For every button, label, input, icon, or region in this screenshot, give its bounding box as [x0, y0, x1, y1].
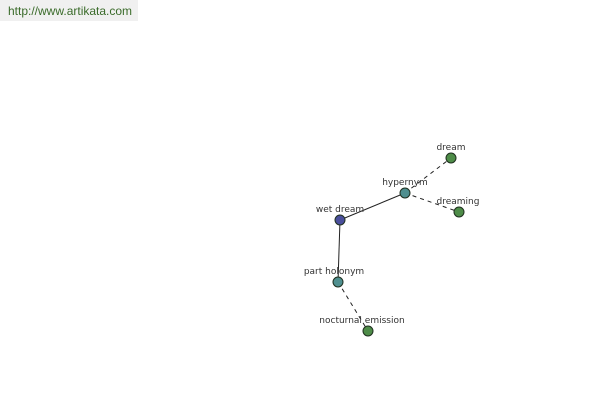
node-marker-hypernym[interactable]	[399, 187, 411, 199]
edges-layer	[337, 157, 460, 332]
node-marker-nocturnal-emission[interactable]	[362, 325, 374, 337]
edge-hypernym-dream	[404, 157, 452, 194]
node-label-nocturnal-emission: nocturnal emission	[319, 316, 404, 326]
node-label-hypernym: hypernym	[382, 178, 428, 188]
node-hypernym[interactable]: hypernym	[382, 178, 428, 199]
nodes-layer: wet dream hypernym part holonym dream dreami…	[304, 143, 480, 337]
node-marker-wet-dream[interactable]	[334, 214, 346, 226]
node-part-holonym[interactable]: part holonym	[304, 267, 364, 288]
node-label-wet-dream: wet dream	[316, 205, 364, 215]
node-marker-part-holonym[interactable]	[332, 276, 344, 288]
url-banner: http://www.artikata.com	[0, 0, 138, 21]
node-nocturnal-emission[interactable]: nocturnal emission	[319, 316, 405, 337]
node-marker-dream[interactable]	[445, 152, 457, 164]
node-label-dreaming: dreaming	[437, 197, 480, 207]
edge-wet-dream-part-holonym	[337, 219, 341, 283]
site-url-link[interactable]: http://www.artikata.com	[8, 4, 133, 18]
node-dreaming[interactable]: dreaming	[437, 197, 480, 218]
edge-wet-dream-hypernym	[339, 192, 406, 221]
node-label-part-holonym: part holonym	[304, 267, 364, 277]
node-wet-dream[interactable]: wet dream	[316, 205, 364, 226]
node-label-dream: dream	[436, 143, 465, 153]
edge-hypernym-dreaming	[404, 192, 460, 213]
node-marker-dreaming[interactable]	[453, 206, 465, 218]
edge-part-holonym-nocturnal-emission	[337, 281, 369, 332]
node-dream[interactable]: dream	[436, 143, 466, 164]
